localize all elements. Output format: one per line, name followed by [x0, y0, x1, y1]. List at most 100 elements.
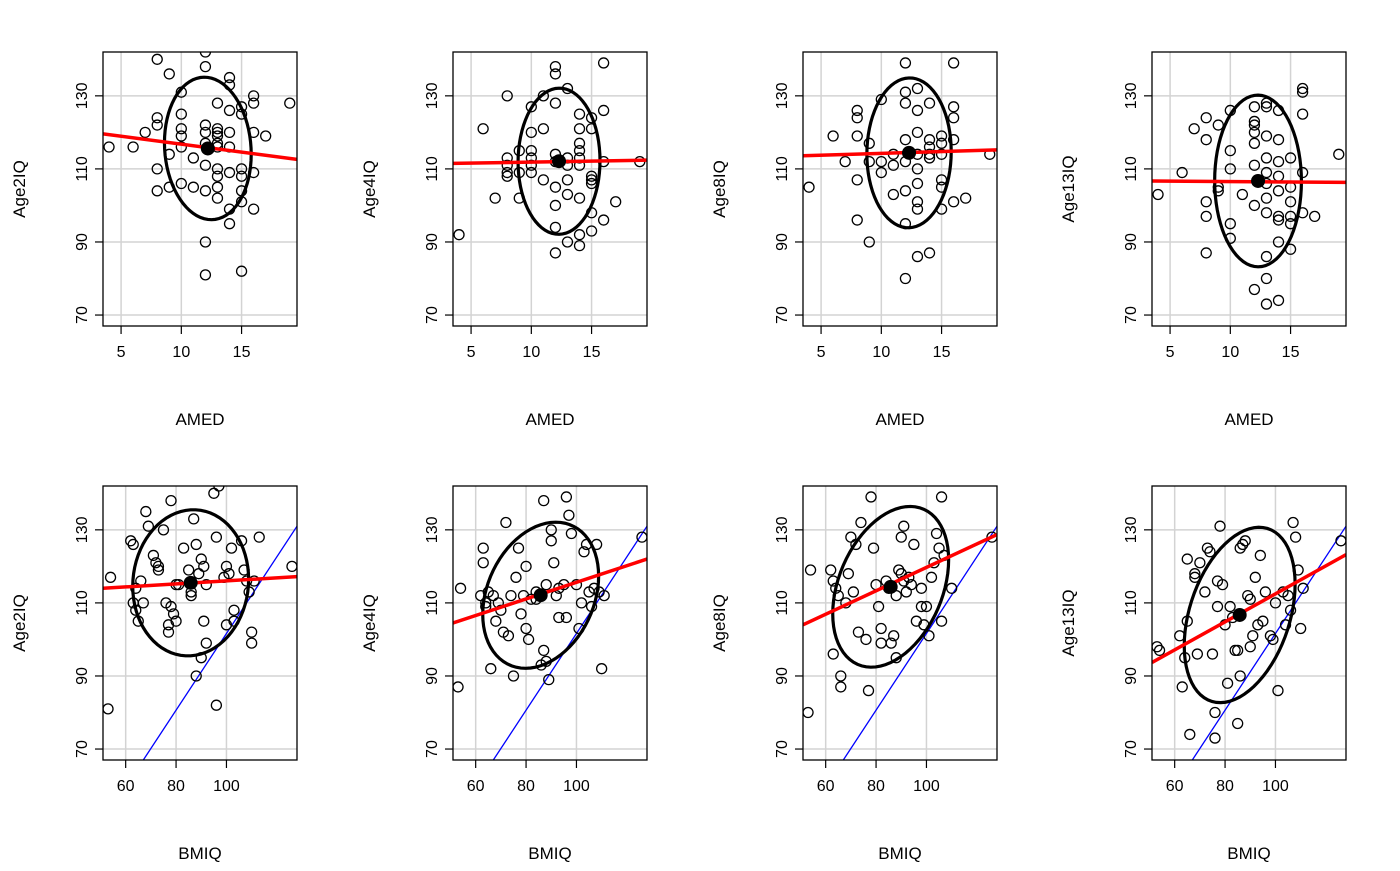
x-axis-label: BMIQ	[528, 844, 571, 863]
x-tick-label: 10	[522, 344, 540, 361]
x-tick-label: 10	[1221, 344, 1239, 361]
data-point	[137, 597, 149, 609]
data-point	[851, 112, 863, 124]
data-point	[923, 97, 936, 109]
data-point	[286, 560, 297, 573]
data-point	[1259, 586, 1272, 598]
data-point	[543, 673, 555, 686]
x-tick-label: 100	[563, 778, 590, 795]
data-point	[223, 104, 236, 117]
data-point	[575, 597, 588, 609]
data-point	[597, 214, 610, 226]
data-point	[210, 531, 223, 543]
plot-area	[803, 52, 997, 326]
data-point	[947, 134, 960, 146]
y-tick-label: 70	[74, 306, 91, 324]
data-point	[915, 600, 928, 613]
regression-line	[103, 574, 297, 591]
y-axis-label: Age2IQ	[10, 160, 29, 218]
data-point	[142, 520, 155, 532]
x-tick-label: 100	[213, 778, 240, 795]
data-point	[284, 97, 296, 109]
y-axis-label: Age13IQ	[1059, 155, 1078, 222]
data-point	[899, 86, 912, 98]
data-point	[538, 494, 550, 507]
data-point	[573, 229, 586, 241]
data-point	[175, 130, 187, 142]
data-point	[835, 670, 847, 682]
data-point	[827, 648, 839, 660]
data-point	[549, 247, 562, 259]
data-point	[598, 589, 610, 602]
data-point	[825, 564, 837, 576]
data-point	[930, 527, 943, 540]
y-tick-label: 110	[424, 590, 441, 616]
data-point	[235, 170, 248, 182]
data-point	[127, 538, 139, 551]
plot-area	[103, 52, 297, 326]
data-point	[573, 144, 586, 157]
data-point	[223, 166, 236, 179]
data-point	[210, 699, 223, 711]
data-point	[585, 174, 598, 186]
x-axis-label: BMIQ	[178, 844, 221, 863]
y-tick-label: 90	[74, 233, 91, 251]
data-point	[1248, 137, 1261, 149]
data-point	[1200, 112, 1212, 124]
data-point	[933, 542, 945, 554]
data-point	[563, 509, 575, 521]
y-axis-label: Age4IQ	[360, 594, 379, 652]
data-point	[188, 513, 200, 525]
x-tick-label: 5	[1166, 344, 1175, 361]
data-point	[211, 126, 224, 139]
data-point	[199, 52, 212, 58]
y-tick-label: 70	[74, 740, 91, 758]
data-point	[573, 192, 586, 204]
regression-line	[803, 533, 997, 627]
data-point	[1260, 207, 1273, 219]
data-point	[1194, 557, 1206, 569]
y-tick-label: 90	[74, 667, 91, 685]
data-point	[199, 269, 212, 281]
data-point	[187, 152, 200, 164]
data-point	[895, 531, 907, 543]
data-point	[190, 670, 202, 682]
plot-area	[1152, 52, 1346, 326]
data-point	[245, 626, 258, 638]
data-point	[573, 137, 586, 149]
data-point	[827, 130, 839, 142]
y-axis-label: Age4IQ	[360, 160, 379, 218]
data-point	[1272, 214, 1285, 226]
data-point	[862, 684, 875, 697]
x-tick-label: 80	[867, 778, 885, 795]
data-point	[923, 148, 936, 160]
data-point	[560, 491, 573, 503]
data-point	[485, 663, 497, 675]
y-tick-label: 90	[774, 667, 791, 685]
data-point	[545, 535, 557, 547]
x-tick-label: 80	[167, 778, 185, 795]
data-point	[525, 126, 537, 139]
data-point	[549, 181, 562, 193]
data-point	[899, 57, 912, 69]
data-point	[525, 166, 537, 179]
data-point	[911, 126, 924, 139]
data-point	[489, 192, 501, 204]
data-point	[923, 134, 936, 146]
data-point	[851, 104, 863, 117]
regression-line	[453, 557, 647, 625]
data-point	[578, 546, 590, 558]
centroid-point	[1251, 173, 1266, 188]
data-point	[898, 520, 910, 532]
data-point	[200, 637, 212, 649]
data-point	[595, 663, 608, 675]
data-point	[1221, 677, 1234, 689]
data-point	[1153, 644, 1166, 657]
data-point	[454, 582, 467, 594]
data-point	[1204, 546, 1216, 558]
data-point	[193, 568, 205, 580]
data-point	[1272, 210, 1285, 223]
